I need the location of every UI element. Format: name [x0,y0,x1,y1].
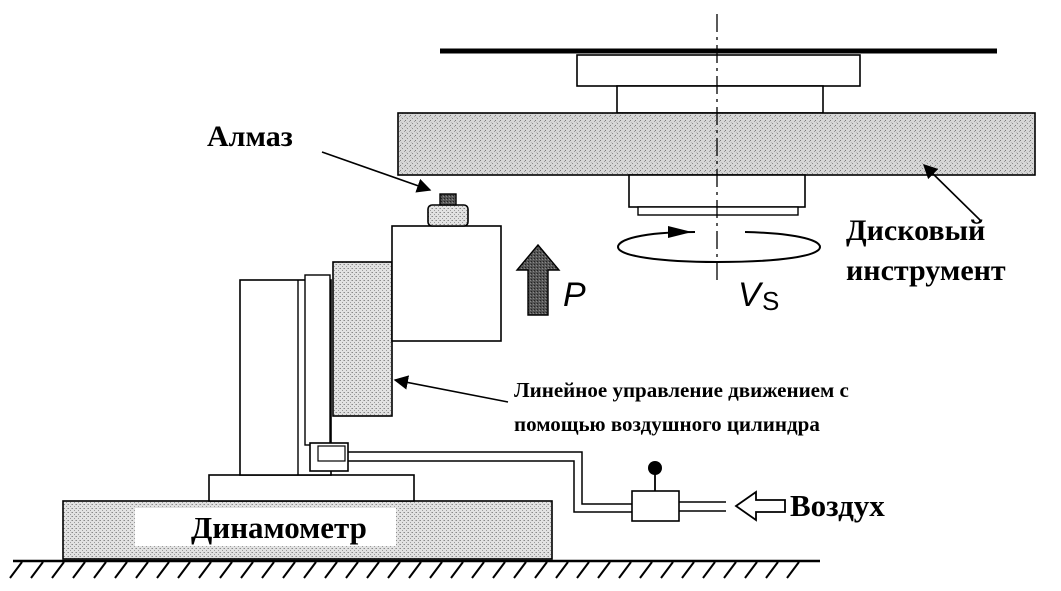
diamond-callout: Алмаз [207,120,432,193]
ground-hatch-mark [576,561,590,579]
ground-hatch-mark [681,561,695,579]
diamond-tip [439,193,457,206]
ground-hatch-mark [639,561,653,579]
ground-hatch-mark [9,561,23,579]
ground-hatch-mark [261,561,275,579]
ground-hatch-mark [282,561,296,579]
ground-hatch-mark [765,561,779,579]
ground-hatch-mark [387,561,401,579]
air-label: Воздух [790,488,885,523]
disk-tool-callout: Дисковый инструмент [846,163,1006,287]
ground-hatch-mark [72,561,86,579]
stage-assembly: Динамометр [62,193,553,560]
ground-hatch-mark [534,561,548,579]
ground-hatch-mark [723,561,737,579]
ground-hatch-mark [513,561,527,579]
ground-hatch-mark [93,561,107,579]
ground-hatch-mark [702,561,716,579]
linear-guide-callout: Линейное управление движением с помощью … [393,375,849,436]
dynamometer-label-bg [135,508,396,546]
speed-label: V S [738,276,779,316]
lower-hub-ring [637,206,799,216]
speed-subscript: S [762,286,779,316]
linear-guide-slider [332,261,393,417]
diamond-holder [427,204,469,227]
ground-hatch-mark [471,561,485,579]
ground-hatch-mark [303,561,317,579]
force-arrow: P [515,243,586,316]
ground-hatch-mark [492,561,506,579]
spindle-neck [616,85,824,114]
ground-hatch-mark [156,561,170,579]
ground-hatch-mark [135,561,149,579]
ground-hatch-mark [744,561,758,579]
ground-hatch-mark [408,561,422,579]
air-line: Воздух [348,451,885,523]
ground-hatch-mark [450,561,464,579]
force-label: P [563,276,586,314]
linear-guide-label-line2: помощью воздушного цилиндра [514,412,820,436]
ground-hatch-icon [9,559,820,579]
ground-hatch-mark [618,561,632,579]
speed-symbol: V [738,276,764,314]
ground-hatch-mark [219,561,233,579]
valve-knob [648,461,662,475]
ground-hatch-mark [114,561,128,579]
ground-hatch-mark [660,561,674,579]
ground-hatch-mark [30,561,44,579]
diamond-label: Алмаз [207,120,293,153]
ground-hatch-mark [51,561,65,579]
ground-hatch-mark [597,561,611,579]
ground-hatch-mark [366,561,380,579]
ground-hatch-mark [240,561,254,579]
valve-icon [631,490,680,522]
upper-flange [576,54,861,87]
ground-hatch-mark [324,561,338,579]
dynamometer-label: Динамометр [191,510,367,545]
linear-guide-label-line1: Линейное управление движением с [514,378,849,402]
disk-tool-label-line1: Дисковый [846,214,985,247]
column-rail [304,274,331,446]
disk-tool-label-line2: инструмент [846,254,1006,287]
rotation-arrow-icon [616,226,822,264]
up-arrow-icon [515,243,561,316]
ground-hatch-mark [198,561,212,579]
ground-hatch-mark [345,561,359,579]
moving-block [391,225,502,342]
ground-hatch-mark [786,561,800,579]
hollow-left-arrow-icon [734,490,786,522]
ground-hatch-mark [429,561,443,579]
platform [208,474,415,502]
ground-hatch-mark [555,561,569,579]
ground-hatch-mark [177,561,191,579]
